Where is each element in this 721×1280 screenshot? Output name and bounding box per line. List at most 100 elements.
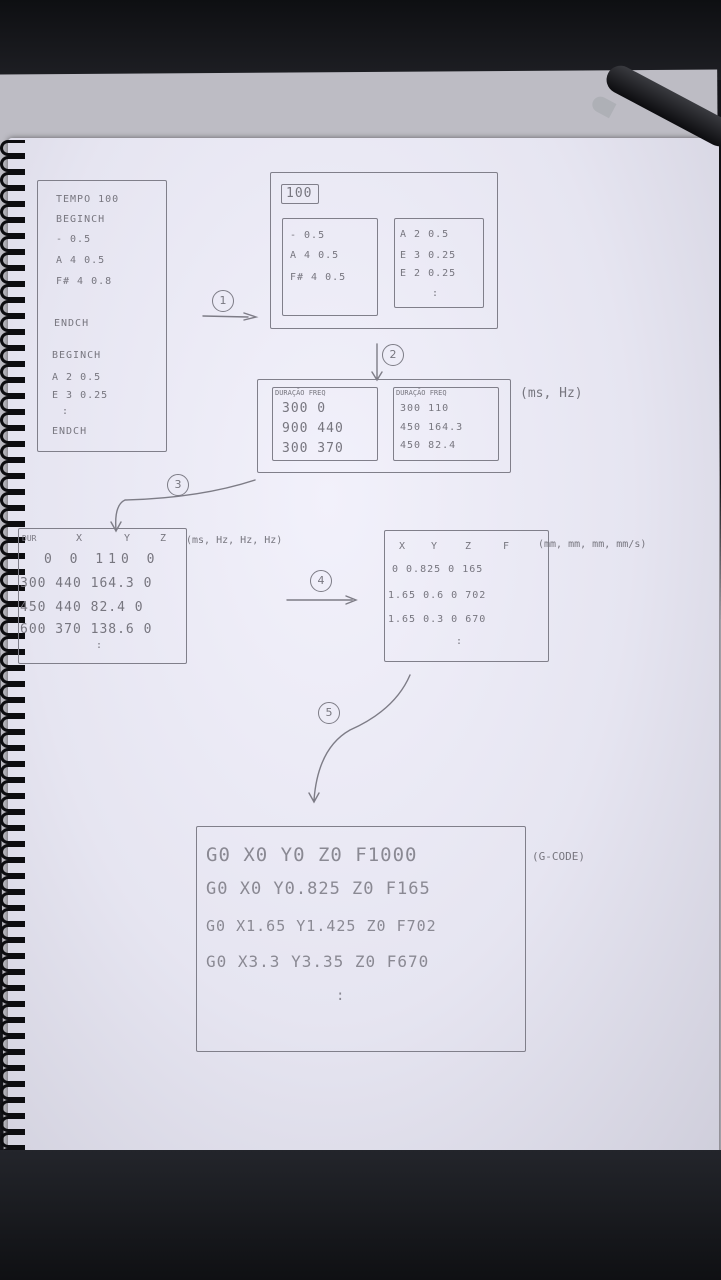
source-notation-box [37, 180, 167, 452]
spiral-ring [0, 988, 25, 1004]
tempo-value: 100 [286, 186, 313, 201]
gcode-line: G0 X1.65 Y1.425 Z0 F702 [206, 917, 437, 935]
spiral-ring [0, 460, 25, 476]
spiral-ring [0, 1132, 25, 1148]
source-line: ENDCH [54, 318, 90, 329]
arrow-step-2 [371, 343, 383, 382]
units-label: (mm, mm, mm, mm/s) [538, 539, 647, 550]
step-3-marker: 3 [167, 474, 189, 496]
spiral-ring [0, 684, 25, 700]
gcode-line: G0 X0 Y0 Z0 F1000 [206, 844, 418, 866]
left-row: 900 440 [282, 421, 344, 436]
spiral-ring [0, 300, 25, 316]
right-row: 300 110 [400, 403, 450, 414]
spiral-ring [0, 1100, 25, 1116]
data-row: : [96, 640, 104, 651]
frequency-axes-box [18, 528, 187, 664]
spiral-ring [0, 1116, 25, 1132]
parsed-chords-box [270, 172, 498, 329]
spiral-ring [0, 204, 25, 220]
col-header: F [503, 541, 511, 552]
duration-frequency-right [393, 387, 499, 461]
left-header: DURAÇÃO FREQ [275, 389, 326, 397]
spiral-ring [0, 348, 25, 364]
data-row: 450 440 82.4 0 [20, 600, 144, 615]
source-line: : [62, 406, 70, 417]
spiral-ring [0, 540, 25, 556]
spiral-ring [0, 252, 25, 268]
spiral-ring [0, 476, 25, 492]
spiral-ring [0, 604, 25, 620]
spiral-ring [0, 1004, 25, 1020]
spiral-ring [0, 700, 25, 716]
source-line: - 0.5 [56, 234, 92, 245]
source-line: A 2 0.5 [52, 372, 102, 383]
spiral-ring [0, 732, 25, 748]
chord-1-line: F# 4 0.5 [290, 272, 347, 283]
chord-2-line: : [432, 288, 440, 299]
spiral-ring [0, 156, 25, 172]
spiral-ring [0, 748, 25, 764]
spiral-ring [0, 796, 25, 812]
source-line: F# 4 0.8 [56, 276, 113, 287]
spiral-ring [0, 1068, 25, 1084]
arrow-step-1 [202, 312, 259, 321]
spiral-ring [0, 1084, 25, 1100]
right-row: 450 164.3 [400, 422, 464, 433]
position-feed-box [384, 530, 549, 662]
spiral-ring [0, 492, 25, 508]
spiral-ring [0, 780, 25, 796]
spiral-ring [0, 428, 25, 444]
data-row: : [456, 636, 464, 647]
spiral-ring [0, 396, 25, 412]
col-header: Z [160, 533, 168, 544]
source-line: BEGINCH [56, 214, 106, 225]
data-row: 600 370 138.6 0 [20, 622, 153, 637]
arrow-step-4 [286, 595, 358, 605]
data-row: 300 440 164.3 0 [20, 576, 153, 591]
source-line: E 3 0.25 [52, 390, 109, 401]
step-5-marker: 5 [318, 702, 340, 724]
spiral-ring [0, 844, 25, 860]
chord-1-line: - 0.5 [290, 230, 326, 241]
spiral-ring [0, 908, 25, 924]
gcode-line: G0 X0 Y0.825 Z0 F165 [206, 879, 431, 899]
spiral-ring [0, 892, 25, 908]
left-row: 300 370 [282, 441, 344, 456]
duration-frequency-box [257, 379, 511, 473]
units-label: (G-CODE) [532, 850, 585, 863]
spiral-ring [0, 316, 25, 332]
chord-2-line: E 2 0.25 [400, 268, 457, 279]
spiral-ring [0, 380, 25, 396]
chord-2-line: E 3 0.25 [400, 250, 457, 261]
right-header: DURAÇÃO FREQ [396, 389, 447, 397]
spiral-ring [0, 588, 25, 604]
chord-1-box [282, 218, 378, 316]
spiral-ring [0, 1036, 25, 1052]
spiral-ring [0, 956, 25, 972]
chord-1-line: A 4 0.5 [290, 250, 340, 261]
left-row: 300 0 [282, 401, 327, 416]
tempo-field [281, 184, 319, 204]
spiral-ring [0, 1052, 25, 1068]
spiral-ring [0, 140, 25, 156]
units-label: (ms, Hz) [520, 386, 583, 401]
spiral-ring [0, 284, 25, 300]
spiral-ring [0, 1020, 25, 1036]
spiral-ring [0, 940, 25, 956]
gcode-line: : [336, 988, 346, 1004]
gcode-line: G0 X3.3 Y3.35 Z0 F670 [206, 952, 430, 971]
spiral-ring [0, 860, 25, 876]
chord-2-box [394, 218, 484, 308]
data-row: 1.65 0.6 0 702 [388, 590, 487, 601]
spiral-ring [0, 524, 25, 540]
spiral-ring [0, 508, 25, 524]
spiral-ring [0, 188, 25, 204]
source-line: TEMPO 100 [56, 194, 120, 205]
right-row: 450 82.4 [400, 440, 457, 451]
col-header: DUR [22, 534, 37, 543]
spiral-ring [0, 812, 25, 828]
source-line: ENDCH [52, 426, 88, 437]
source-line: BEGINCH [52, 350, 102, 361]
